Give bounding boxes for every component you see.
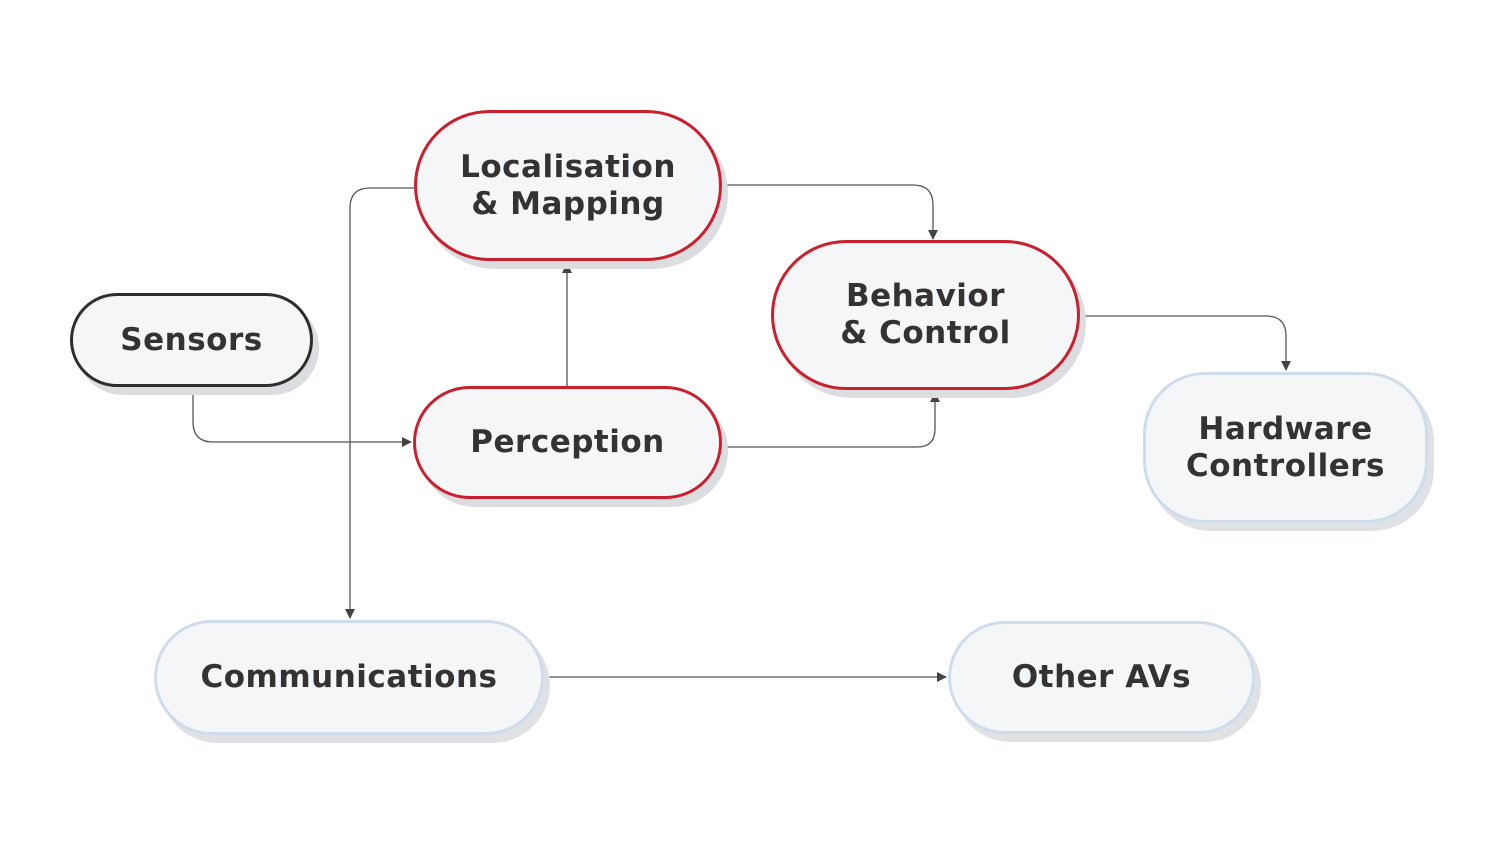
edge-behavior-hardware (1080, 315, 1291, 371)
node-sensors-label: Sensors (120, 321, 263, 358)
node-behavior-control: Behavior & Control (771, 240, 1080, 390)
node-behavior-control-label: Behavior & Control (840, 278, 1011, 351)
node-localisation-mapping-label: Localisation & Mapping (460, 148, 676, 222)
edge-sensors-perception (192, 388, 412, 447)
node-perception: Perception (413, 386, 722, 499)
edge-localisation-communications (345, 187, 414, 619)
node-other-avs-label: Other AVs (1011, 659, 1192, 695)
node-perception-label: Perception (470, 424, 665, 460)
node-other-avs: Other AVs (948, 621, 1255, 734)
edge-localisation-behavior (722, 184, 938, 240)
node-hardware-controllers: Hardware Controllers (1143, 372, 1428, 523)
node-sensors: Sensors (70, 293, 313, 387)
node-communications: Communications (154, 620, 544, 735)
node-hardware-controllers-label: Hardware Controllers (1185, 410, 1386, 484)
node-communications-label: Communications (200, 659, 498, 695)
edge-perception-behavior (722, 392, 940, 448)
node-localisation-mapping: Localisation & Mapping (414, 110, 722, 261)
